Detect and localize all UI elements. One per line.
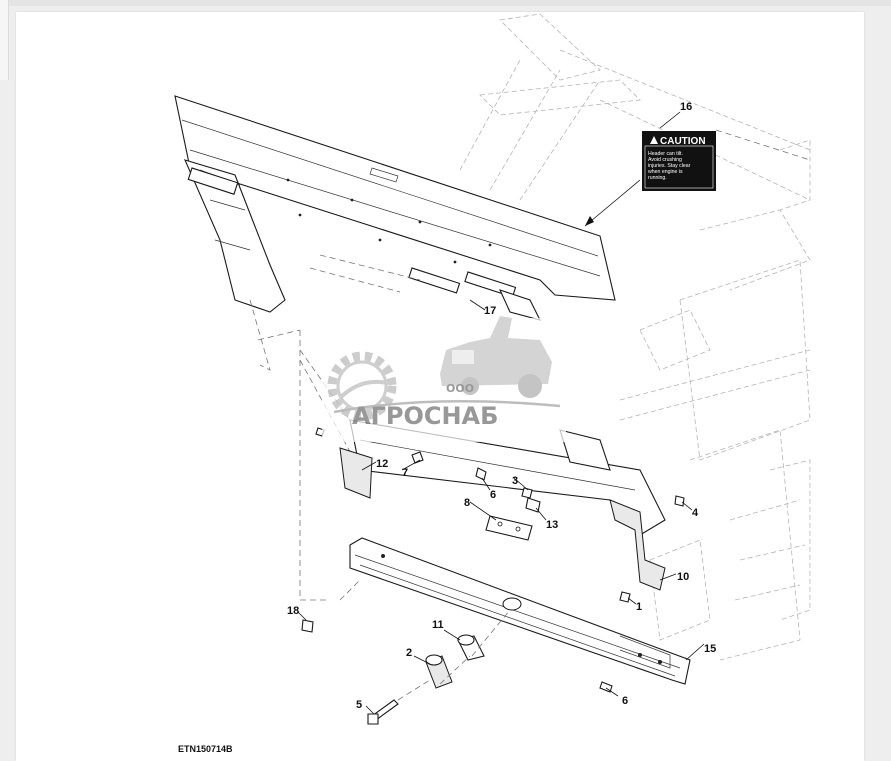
bolt-part-5 [367, 679, 431, 725]
alignment-line [439, 655, 471, 685]
decal-line: when engine is [648, 169, 683, 175]
caution-decal: CAUTION Header can tilt. Avoid crushing … [584, 129, 811, 227]
decal-line: running. [648, 175, 667, 181]
leader-lines [297, 111, 705, 715]
callout-16: 16 [680, 101, 692, 113]
callout-13: 13 [546, 519, 558, 531]
bushing-part-11 [457, 634, 485, 661]
top-strip [0, 0, 891, 6]
background-machine-ghost [459, 13, 811, 661]
callout-6: 6 [490, 489, 496, 501]
callout-3: 3 [512, 475, 518, 487]
callout-15: 15 [704, 643, 716, 655]
alignment-line [339, 579, 361, 601]
callout-8: 8 [464, 497, 470, 509]
figure-id: ETN150714B [178, 744, 233, 754]
plate-part-12 [339, 447, 373, 499]
gear-icon [327, 351, 397, 421]
left-panel-edge [0, 0, 9, 80]
callout-1: 1 [636, 601, 642, 613]
callout-10: 10 [677, 571, 689, 583]
callout-7: 7 [402, 467, 408, 479]
combine-harvester-icon [440, 316, 552, 398]
callout-2: 2 [406, 647, 412, 659]
callout-labels: 16 17 12 7 6 3 8 13 4 10 1 18 11 2 15 5 … [287, 101, 716, 711]
watermark-brand: АГРОСНАБ [352, 402, 498, 430]
decal-line: Avoid crushing [648, 157, 682, 163]
callout-12: 12 [376, 458, 388, 470]
callout-4: 4 [692, 507, 699, 519]
callout-11: 11 [432, 619, 444, 631]
callout-6b: 6 [622, 695, 628, 707]
decal-heading: CAUTION [660, 136, 706, 147]
decal-line: Header can tilt. [648, 151, 683, 157]
decal-line: injuries. Stay clear [648, 163, 691, 169]
watermark-company-form: ООО [446, 382, 474, 395]
plate-part-8 [485, 515, 533, 541]
agrosnab-watermark: ООО АГРОСНАБ [322, 316, 566, 442]
callout-5: 5 [356, 699, 362, 711]
callout-17: 17 [484, 305, 496, 317]
rear-panel-assembly [174, 95, 616, 371]
cross-beam-part-15 [349, 537, 691, 685]
bracket-part-10 [609, 499, 666, 591]
callout-18: 18 [287, 605, 299, 617]
bushing-part-2 [425, 654, 453, 689]
